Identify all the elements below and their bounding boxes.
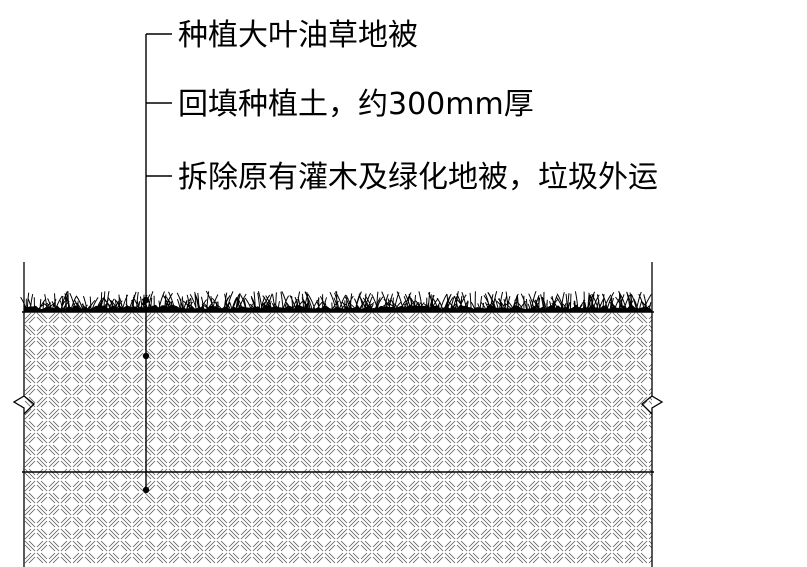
label-backfill-layer: 回填种植土，约300mm厚 <box>178 87 534 122</box>
grass-blades <box>20 290 652 312</box>
label-removal-layer: 拆除原有灌木及绿化地被，垃圾外运 <box>178 160 658 195</box>
leader-dot-soil <box>142 352 150 360</box>
soil-layer-upper <box>24 312 652 472</box>
leader-dot-removed <box>142 486 150 494</box>
left-break-edge <box>12 262 35 567</box>
leader-dot-grass <box>142 296 150 304</box>
grass-ground-cover <box>20 290 652 312</box>
right-break-edge <box>641 262 664 567</box>
leader-line <box>145 33 172 490</box>
label-grass-layer: 种植大叶油草地被 <box>178 18 418 53</box>
soil-layer-lower <box>24 472 652 564</box>
turf-base <box>24 305 652 312</box>
